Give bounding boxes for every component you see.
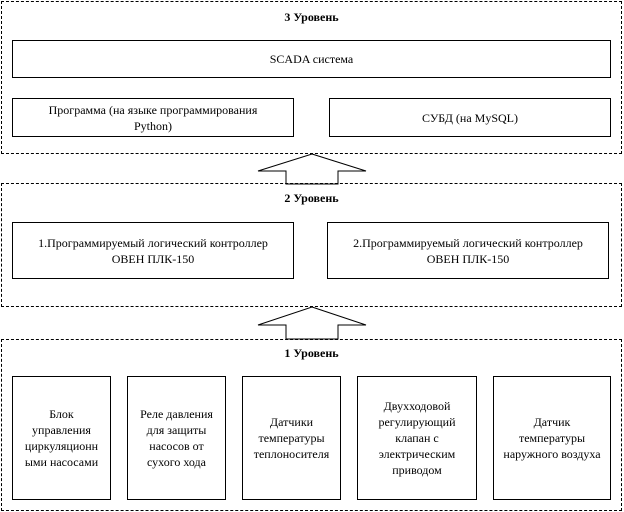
- outdoor-temperature-sensor-box: Датчик температуры наружного воздуха: [493, 376, 611, 500]
- level-3-group: 3 Уровень: [1, 1, 622, 154]
- level-1-title: 1 Уровень: [284, 346, 339, 360]
- plc-1-box: 1.Программируемый логический контроллер …: [12, 222, 294, 279]
- level-3-title: 3 Уровень: [284, 10, 339, 24]
- coolant-temperature-sensors-box: Датчики температуры теплоносителя: [242, 376, 341, 500]
- two-way-valve-box: Двухходовой регулирующий клапан с электр…: [357, 376, 477, 500]
- up-arrow-icon-1-to-2: [257, 306, 367, 340]
- dbms-mysql-box: СУБД (на MySQL): [329, 98, 611, 137]
- level-1-group: 1 Уровень: [1, 339, 622, 511]
- pump-control-unit-box: Блок управления циркуляционн ыми насосам…: [12, 376, 111, 500]
- up-arrow-icon-2-to-3: [257, 153, 367, 185]
- level-2-group: 2 Уровень: [1, 183, 622, 307]
- pressure-relay-box: Реле давления для защиты насосов от сухо…: [127, 376, 226, 500]
- python-program-box: Программа (на языке программирования Pyt…: [12, 98, 294, 137]
- level-2-title: 2 Уровень: [284, 191, 339, 205]
- scada-system-box: SCADA система: [12, 40, 611, 78]
- plc-2-box: 2.Программируемый логический контроллер …: [327, 222, 609, 279]
